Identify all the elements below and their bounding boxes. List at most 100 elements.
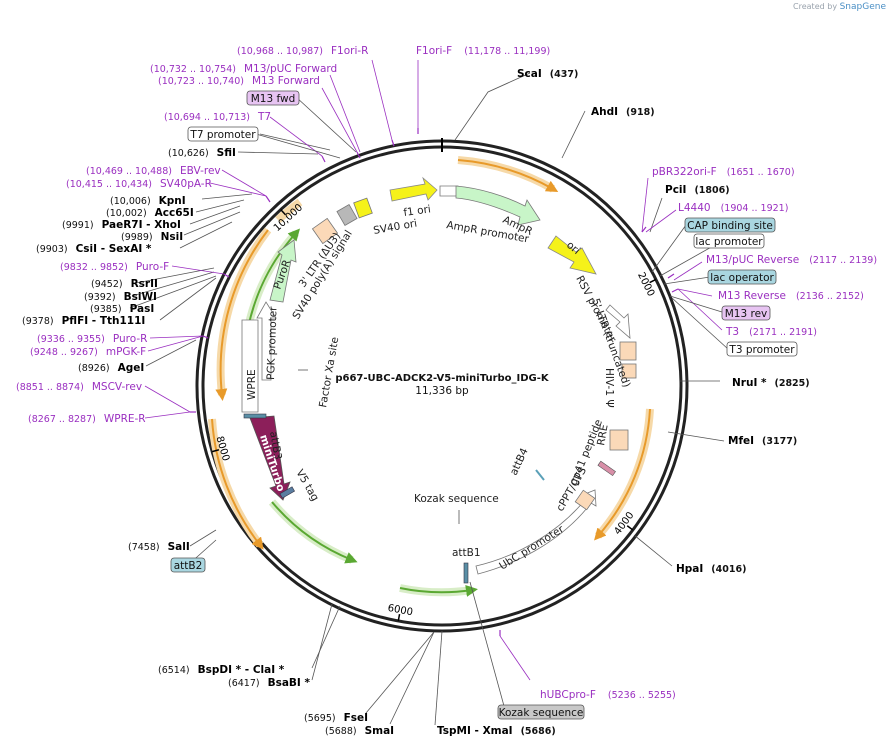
f1-ori-arrow[interactable] (389, 176, 438, 202)
label-ubc-promoter: UbC promoter (497, 523, 566, 573)
enzyme-bsiwi[interactable]: (9392)BsiWI (84, 291, 157, 303)
box-kozak-label: Kozak sequence (499, 707, 584, 719)
primer-t7[interactable]: (10,694 .. 10,713)T7 (164, 111, 271, 123)
enzyme-bspdi-clai[interactable]: (6514)BspDI * - ClaI * (158, 664, 285, 676)
primer-sv40pa-r[interactable]: (10,415 .. 10,434)SV40pA-R (66, 178, 212, 190)
label-kozak-inner: Kozak sequence (414, 493, 499, 505)
attb1-mark[interactable] (463, 562, 469, 584)
enzyme-scai[interactable]: ScaI(437) (517, 68, 578, 80)
box-t7-promoter[interactable]: T7 promoter (187, 126, 259, 142)
ltr3-box[interactable] (311, 217, 339, 245)
rsv-promoter-arrow[interactable] (605, 304, 631, 339)
hiv-box[interactable] (621, 363, 637, 379)
ampr-arrow[interactable] (455, 185, 541, 226)
label-miniturbo[interactable]: miniTurbo (257, 433, 287, 493)
ampr-promoter-bar[interactable] (439, 185, 459, 197)
enzyme-bsabi[interactable]: (6417)BsaBI * (228, 677, 310, 689)
box-lac-promoter-label: lac promoter (695, 236, 763, 248)
primer-f1ori-f[interactable]: F1ori-F(11,178 .. 11,199) (416, 45, 550, 57)
primer-m13-reverse[interactable]: M13 Reverse(2136 .. 2152) (718, 290, 864, 302)
primer-m13puc-forward[interactable]: (10,732 .. 10,754)M13/pUC Forward (150, 63, 337, 75)
credit-prefix: Created by (793, 2, 838, 11)
box-lac-promoter-bg (693, 233, 765, 249)
enzyme-pcii[interactable]: PciI(1806) (665, 184, 730, 196)
primer-l4440[interactable]: L4440(1904 .. 1921) (678, 202, 788, 214)
primer-m13puc-reverse[interactable]: M13/pUC Reverse(2117 .. 2139) (706, 254, 877, 266)
primer-t3[interactable]: T3(2171 .. 2191) (725, 326, 817, 338)
orf-arc-4-core (215, 229, 269, 401)
enzyme-hpai[interactable]: HpaI(4016) (676, 563, 746, 575)
enzyme-sfii[interactable]: (10,626)SfiI (168, 147, 236, 159)
primer-pbr322ori-f[interactable]: pBR322ori-F(1651 .. 1670) (652, 166, 795, 178)
enzyme-tspmi-xmai[interactable]: TspMI - XmaI(5686) (437, 725, 556, 737)
tick-mark-1 (626, 525, 634, 531)
enzyme-acc65i[interactable]: (10,002)Acc65I (106, 207, 194, 219)
enzyme-mfei[interactable]: MfeI(3177) (728, 435, 797, 447)
enzyme-kpni[interactable]: (10,006)KpnI (110, 195, 186, 207)
primer-leaders (144, 59, 723, 681)
label-attb4: attB4 (508, 446, 531, 477)
attb4-mark[interactable] (535, 469, 545, 481)
box-lac-promoter[interactable]: lac promoter (693, 233, 765, 249)
wpre-bar[interactable] (241, 319, 259, 413)
label-attb1: attB1 (452, 547, 481, 559)
box-t3-promoter-bg (726, 341, 798, 357)
primer-puro-r[interactable]: (9336 .. 9355)Puro-R (37, 333, 147, 345)
box-attb2[interactable]: attB2 (170, 557, 206, 573)
primer-m13-forward[interactable]: (10,723 .. 10,740)M13 Forward (158, 75, 320, 87)
green-arc-1-core (247, 228, 301, 329)
primer-ticks (190, 128, 679, 636)
box-kozak-sequence[interactable]: Kozak sequence (497, 704, 585, 720)
box-m13-fwd-bg (246, 90, 300, 106)
enzyme-pflfi-tth111i[interactable]: (9378)PflFI - Tth111I (22, 315, 145, 327)
enzyme-paer7i-xhoi[interactable]: (9991)PaeR7I - XhoI (62, 219, 181, 231)
box-cap-binding-site[interactable]: CAP binding site (684, 217, 776, 233)
boxed-labels: M13 fwd T7 promoter CAP binding site lac… (170, 90, 798, 720)
cppt-box[interactable] (574, 489, 596, 511)
tick-label-2: 6000 (387, 603, 414, 618)
puror-arrow[interactable] (269, 239, 297, 303)
sv40-ori-box[interactable] (353, 197, 373, 219)
primer-puro-f[interactable]: (9832 .. 9852)Puro-F (60, 261, 169, 273)
enzyme-sali[interactable]: (7458)SalI (128, 541, 190, 553)
primer-mscv-rev[interactable]: (8851 .. 8874)MSCV-rev (16, 381, 142, 393)
primer-ebv-rev[interactable]: (10,469 .. 10,488)EBV-rev (86, 165, 221, 177)
primer-wpre-r[interactable]: (8267 .. 8287)WPRE-R (28, 413, 146, 425)
enzyme-leaders (129, 72, 725, 726)
primer-f1ori-r[interactable]: (10,968 .. 10,987)F1ori-R (237, 45, 368, 57)
attb3-mark[interactable] (243, 413, 267, 419)
box-lac-operator-bg (707, 269, 777, 285)
label-hiv: HIV-1 Ψ (603, 368, 615, 408)
box-t3-promoter-label: T3 promoter (728, 344, 795, 356)
box-attb2-label: attB2 (174, 560, 203, 572)
rre-box[interactable] (609, 429, 629, 451)
orf-arc-1 (457, 156, 555, 193)
primer-hubcpro-f[interactable]: hUBCpro-F(5236 .. 5255) (540, 689, 676, 701)
ori-arrow[interactable] (547, 235, 597, 275)
box-m13-rev[interactable]: M13 rev (721, 305, 771, 321)
box-lac-operator[interactable]: lac operator (707, 269, 777, 285)
enzyme-fsei[interactable]: (5695)FseI (304, 712, 368, 724)
polyA-box[interactable] (336, 204, 358, 226)
label-pgk-promoter: PGK promoter (265, 306, 280, 380)
enzyme-labels: ScaI(437) AhdI(918) PciI(1806) NruI *(28… (22, 68, 810, 737)
enzyme-smai[interactable]: (5688)SmaI (325, 725, 394, 737)
box-kozak-bg (497, 704, 585, 720)
box-m13-fwd[interactable]: M13 fwd (246, 90, 300, 106)
pgk-promoter-arrow[interactable] (256, 301, 277, 381)
enzyme-agei[interactable]: (8926)AgeI (78, 362, 144, 374)
green-arc-2-core (271, 501, 358, 564)
enzyme-nsii[interactable]: (9989)NsiI (121, 231, 183, 243)
ltr5-box[interactable] (619, 341, 637, 361)
enzyme-rsrii[interactable]: (9452)RsrII (91, 278, 158, 290)
enzyme-nrui[interactable]: NruI *(2825) (732, 377, 810, 389)
enzyme-ahdi[interactable]: AhdI(918) (591, 106, 655, 118)
enzyme-csii-sexai[interactable]: (9903)CsiI - SexAI * (36, 243, 152, 255)
gp41-mark[interactable] (597, 460, 616, 477)
enzyme-pasi[interactable]: (9385)PasI (90, 303, 154, 315)
v5-tag-mark[interactable] (279, 486, 295, 499)
snapgene-logo: SnapGene (839, 2, 886, 12)
primer-mpgk-f[interactable]: (9248 .. 9267)mPGK-F (30, 346, 146, 358)
box-t3-promoter[interactable]: T3 promoter (726, 341, 798, 357)
